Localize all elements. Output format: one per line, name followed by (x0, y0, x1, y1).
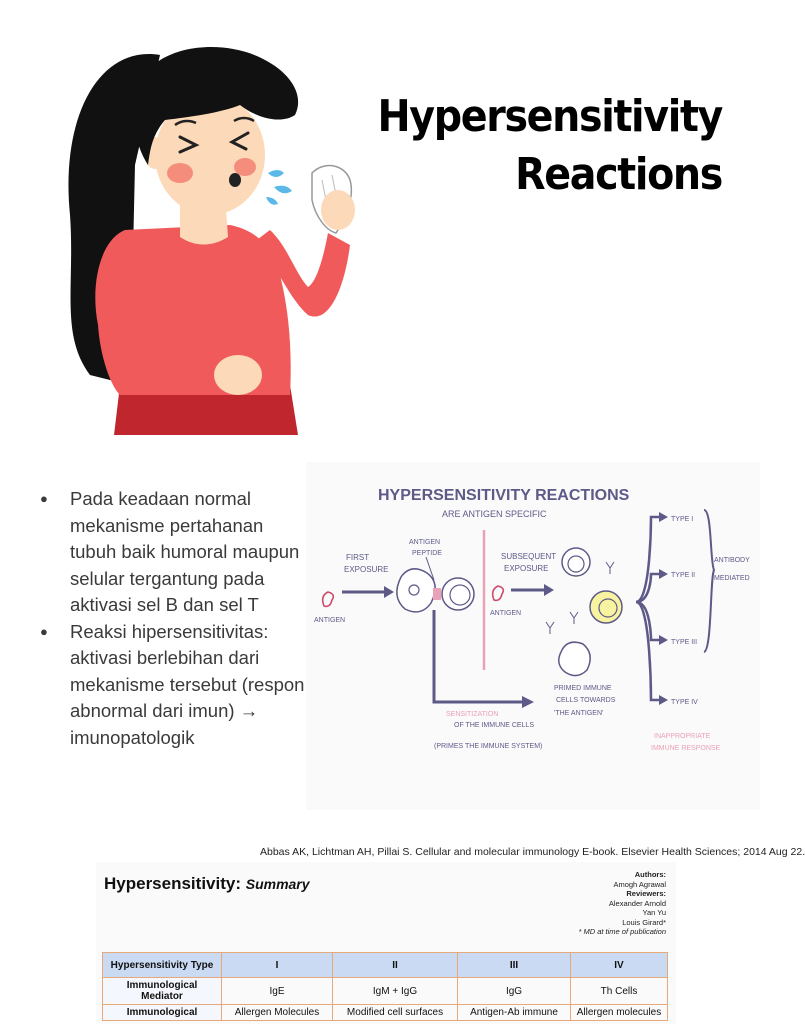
title-line-2: Reactions (515, 149, 723, 200)
antigen-left-label: ANTIGEN (314, 617, 345, 624)
diagram-subtitle: ARE ANTIGEN SPECIFIC (442, 509, 547, 519)
type-1-label: TYPE I (671, 516, 693, 523)
table-cell: IgE (221, 977, 333, 1005)
inappropriate-label-1: INAPPROPRIATE (654, 733, 711, 740)
primes-immune-label: (PRIMES THE IMMUNE SYSTEM) (434, 743, 542, 750)
reviewers-label: Reviewers: (626, 889, 666, 898)
bullet-item: Pada keadaan normal mekanisme pertahanan… (36, 486, 306, 619)
table-cell: Antigen-Ab immune (457, 1004, 571, 1021)
primed-label-1: PRIMED IMMUNE (554, 685, 612, 692)
summary-title: Hypersensitivity: Summary (104, 874, 310, 894)
sensitization-label: SENSITIZATION (446, 711, 498, 718)
inappropriate-label-2: IMMUNE RESPONSE (651, 745, 721, 752)
antigen-peptide-label-2: PEPTIDE (412, 550, 442, 557)
table-cell: Modified cell surfaces (332, 1004, 458, 1021)
table-header: I (221, 952, 333, 978)
table-header: IV (570, 952, 668, 978)
bullet-list: Pada keadaan normal mekanisme pertahanan… (36, 486, 306, 751)
page-title: Hypersensitivity Reactions (362, 88, 724, 204)
primed-label-2: CELLS TOWARDS (556, 697, 616, 704)
bullet-item: Reaksi hipersensitivitas: aktivasi berle… (36, 619, 306, 752)
table-row: Immunological Mediator IgE IgM + IgG IgG… (102, 977, 668, 1005)
summary-card: Hypersensitivity: Summary Authors: Amogh… (96, 862, 676, 1024)
title-line-1: Hypersensitivity (377, 91, 724, 142)
antibody-label-1: ANTIBODY (714, 557, 750, 564)
table-row: Immunological Allergen Molecules Modifie… (102, 1004, 668, 1021)
type-4-label: TYPE IV (671, 699, 698, 706)
summary-table: Hypersensitivity Type I II III IV Immuno… (102, 952, 668, 1021)
subsequent-label-1: SUBSEQUENT (501, 552, 556, 561)
table-cell: Th Cells (570, 977, 668, 1005)
first-exposure-label-1: FIRST (346, 553, 369, 562)
reviewer-name: Yan Yu (642, 908, 667, 917)
antibody-label-2: MEDIATED (714, 575, 750, 582)
reviewer-name: Alexander Arnold (608, 898, 666, 908)
author-name: Amogh Agrawal (613, 879, 666, 889)
hypersensitivity-diagram: HYPERSENSITIVITY REACTIONS ARE ANTIGEN S… (306, 462, 760, 810)
type-3-label: TYPE III (671, 639, 697, 646)
subsequent-label-2: EXPOSURE (504, 564, 548, 573)
diagram-title: HYPERSENSITIVITY REACTIONS (378, 487, 630, 504)
table-cell: Immunological (102, 1004, 222, 1021)
summary-title-sub: Summary (245, 876, 310, 892)
antigen-peptide-label-1: ANTIGEN (409, 539, 440, 546)
table-cell: IgG (457, 977, 571, 1005)
table-header: II (332, 952, 458, 978)
table-cell: Allergen molecules (570, 1004, 668, 1021)
reviewer-name: Louis Girard* (622, 917, 666, 927)
table-header-row: Hypersensitivity Type I II III IV (102, 952, 668, 978)
of-immune-cells-label: OF THE IMMUNE CELLS (454, 722, 534, 729)
primed-label-3: 'THE ANTIGEN' (554, 710, 603, 717)
authors-block: Authors: Amogh Agrawal Reviewers: Alexan… (578, 870, 666, 937)
antigen-right-label: ANTIGEN (490, 610, 521, 617)
table-header: III (457, 952, 571, 978)
first-exposure-label-2: EXPOSURE (344, 565, 388, 574)
coughing-woman-illustration (68, 47, 355, 435)
table-header: Hypersensitivity Type (102, 952, 222, 978)
table-cell: IgM + IgG (332, 977, 458, 1005)
citation: Abbas AK, Lichtman AH, Pillai S. Cellula… (260, 846, 805, 858)
type-2-label: TYPE II (671, 572, 695, 579)
table-cell: Allergen Molecules (221, 1004, 333, 1021)
summary-title-main: Hypersensitivity: (104, 874, 241, 893)
table-cell: Immunological Mediator (102, 977, 222, 1005)
publication-note: * MD at time of publication (578, 927, 666, 936)
authors-label: Authors: (634, 870, 666, 879)
